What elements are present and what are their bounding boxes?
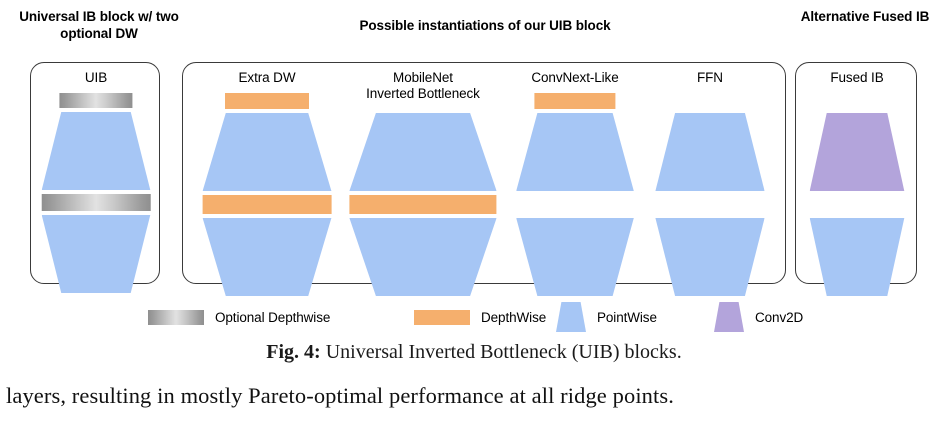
figure-area: Universal IB block w/ two optional DW Po… (0, 9, 948, 408)
caption-label: Fig. 4: (266, 341, 321, 363)
depthwise-bar (534, 93, 616, 109)
block-column-uib: UIB (37, 63, 155, 293)
pointwise-trapezoid-expand (41, 112, 151, 190)
block-title: ConvNext-Like (531, 70, 619, 85)
legend-swatch-pointwise (556, 302, 586, 332)
legend-swatch-optional-depthwise (148, 309, 204, 325)
block-title: Fused IB (830, 70, 884, 85)
legend-swatch-depthwise (414, 309, 470, 325)
panel-uib: UIB (30, 62, 160, 293)
legend-label: DepthWise (481, 309, 547, 325)
pointwise-trapezoid-contract (655, 218, 765, 296)
pointwise-trapezoid-expand (655, 113, 765, 191)
panel-variants: Extra DW MobileNet Inverted Bottleneck Con… (182, 62, 786, 296)
legend-label: PointWise (597, 309, 657, 325)
legend-swatch-conv2d (714, 302, 744, 332)
conv2d-trapezoid-expand (809, 113, 905, 191)
block-column-ffn: FFN (645, 63, 775, 296)
block-title: FFN (697, 70, 723, 85)
optional-depthwise-bar (59, 93, 133, 108)
block-title: UIB (84, 70, 108, 85)
block-column-fused-ib: Fused IB (802, 63, 912, 296)
depthwise-bar (202, 195, 332, 214)
pointwise-trapezoid-expand (349, 113, 497, 191)
legend-item: Optional Depthwise (148, 300, 330, 334)
pointwise-trapezoid-contract (516, 218, 634, 296)
pointwise-trapezoid-contract (202, 218, 332, 296)
block-column-mobilenet-inverted-bottleneck: MobileNet Inverted Bottleneck (343, 63, 503, 296)
figure-caption: Fig. 4: Universal Inverted Bottleneck (U… (0, 339, 948, 365)
legend-item: PointWise (556, 300, 657, 334)
block-title: Extra DW (238, 70, 296, 85)
pointwise-trapezoid-contract (41, 215, 151, 293)
legend-label: Conv2D (755, 309, 804, 325)
block-column-convnext-like: ConvNext-Like (505, 63, 645, 296)
body-paragraph: layers, resulting in mostly Pareto-optim… (6, 383, 674, 408)
pointwise-trapezoid-expand (516, 113, 634, 191)
group-heading-universal-ib: Universal IB block w/ two optional DW (19, 9, 179, 41)
caption-text: Universal Inverted Bottleneck (UIB) bloc… (325, 341, 682, 363)
depthwise-bar (349, 195, 497, 214)
pointwise-trapezoid-contract (349, 218, 497, 296)
block-title: MobileNet Inverted Bottleneck (366, 70, 480, 101)
depthwise-bar (225, 93, 309, 109)
group-heading-alternative-fused-ib: Alternative Fused IB (800, 9, 930, 24)
group-heading-instantiations: Possible instantiations of our UIB block (359, 18, 611, 33)
legend: Optional Depthwise DepthWise PointWise Conv… (0, 300, 948, 334)
block-column-extra-dw: Extra DW (197, 63, 337, 296)
panel-fused: Fused IB (795, 62, 917, 296)
optional-depthwise-bar (41, 194, 151, 211)
legend-item: Conv2D (714, 300, 803, 334)
pointwise-trapezoid-expand (202, 113, 332, 191)
legend-label: Optional Depthwise (215, 309, 331, 325)
pointwise-trapezoid-contract (809, 218, 905, 296)
legend-item: DepthWise (414, 300, 546, 334)
